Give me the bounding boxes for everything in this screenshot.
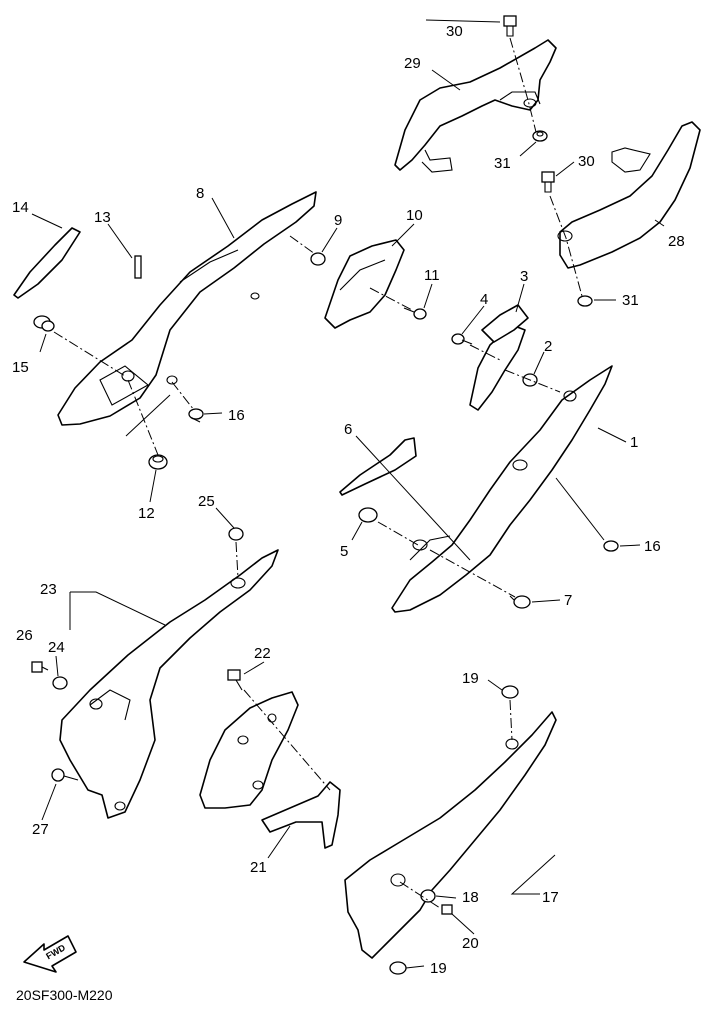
callout-28: 28 bbox=[668, 233, 685, 250]
callout-22: 22 bbox=[254, 645, 271, 662]
nut-icon-9 bbox=[310, 252, 326, 266]
fwd-arrow-icon: FWD bbox=[23, 935, 77, 973]
callout-12: 12 bbox=[138, 505, 155, 522]
callout-7: 7 bbox=[564, 592, 572, 609]
callout-30-top: 30 bbox=[446, 23, 463, 40]
screw-icon-11 bbox=[403, 307, 427, 320]
bolt-icon-30-top bbox=[503, 15, 517, 37]
bolt-icon-20 bbox=[441, 904, 453, 915]
part-panel-17 bbox=[344, 711, 557, 959]
bolt-icon-26 bbox=[31, 661, 49, 673]
callout-2: 2 bbox=[544, 338, 552, 355]
callout-15: 15 bbox=[12, 359, 29, 376]
part-side-cover-8 bbox=[57, 191, 317, 426]
callout-11: 11 bbox=[424, 267, 440, 284]
part-grab-bar-28 bbox=[557, 121, 701, 269]
grommet-icon-15 bbox=[33, 315, 55, 332]
bolt-icon-30-right bbox=[541, 171, 555, 193]
part-bracket-3 bbox=[469, 304, 529, 411]
part-trim-14 bbox=[13, 227, 81, 299]
grommet-icon-18 bbox=[420, 889, 436, 903]
callout-19-top: 19 bbox=[462, 670, 479, 687]
part-bracket-10 bbox=[324, 239, 405, 329]
nut-icon-31-lower bbox=[577, 295, 593, 307]
grommet-icon-12 bbox=[148, 454, 168, 470]
callout-14: 14 bbox=[12, 199, 29, 216]
bolt-icon-7 bbox=[509, 595, 531, 609]
screw-icon-27 bbox=[51, 768, 79, 782]
callout-8: 8 bbox=[196, 185, 204, 202]
callout-5: 5 bbox=[340, 543, 348, 560]
grommet-icon-24 bbox=[52, 676, 68, 690]
leader-lines bbox=[31, 19, 665, 969]
callout-9: 9 bbox=[334, 212, 342, 229]
fastener-icon-16-left bbox=[188, 408, 204, 423]
callout-23: 23 bbox=[40, 581, 57, 598]
callout-10: 10 bbox=[406, 207, 423, 224]
callout-30-right: 30 bbox=[578, 153, 595, 170]
callout-18: 18 bbox=[462, 889, 479, 906]
callout-19-bottom: 19 bbox=[430, 960, 447, 977]
nut-icon-31-upper bbox=[532, 130, 548, 142]
grommet-icon-5 bbox=[358, 507, 378, 523]
callout-3: 3 bbox=[520, 268, 528, 285]
callout-21: 21 bbox=[250, 859, 267, 876]
nut-icon-19-top bbox=[501, 685, 519, 699]
callout-25: 25 bbox=[198, 493, 215, 510]
callout-26: 26 bbox=[16, 627, 33, 644]
callout-16-left: 16 bbox=[228, 407, 245, 424]
part-clip-13 bbox=[134, 255, 142, 279]
callout-4: 4 bbox=[480, 291, 488, 308]
nut-icon-19-bottom bbox=[389, 961, 407, 975]
callout-17: 17 bbox=[542, 889, 559, 906]
callout-27: 27 bbox=[32, 821, 49, 838]
part-grab-bar-29 bbox=[394, 39, 557, 173]
callout-29: 29 bbox=[404, 55, 421, 72]
callout-20: 20 bbox=[462, 935, 479, 952]
callout-1: 1 bbox=[630, 434, 638, 451]
callout-labels: 1 2 3 4 5 6 7 8 9 10 11 12 13 14 15 16 1… bbox=[12, 23, 685, 977]
callout-16-right: 16 bbox=[644, 538, 661, 555]
callout-31-upper: 31 bbox=[494, 155, 511, 172]
callout-31-lower: 31 bbox=[622, 292, 639, 309]
part-side-cover-1 bbox=[391, 365, 613, 613]
screw-icon-4 bbox=[451, 333, 473, 345]
part-plate-21 bbox=[199, 691, 341, 849]
bolt-icon-22 bbox=[227, 669, 243, 691]
fastener-icon-16-right bbox=[603, 540, 619, 552]
nut-icon-25 bbox=[228, 527, 244, 541]
callout-24: 24 bbox=[48, 639, 65, 656]
callout-13: 13 bbox=[94, 209, 111, 226]
part-trim-6 bbox=[339, 437, 417, 496]
callout-6: 6 bbox=[344, 421, 352, 438]
diagram-code: 20SF300-M220 bbox=[16, 987, 113, 1003]
